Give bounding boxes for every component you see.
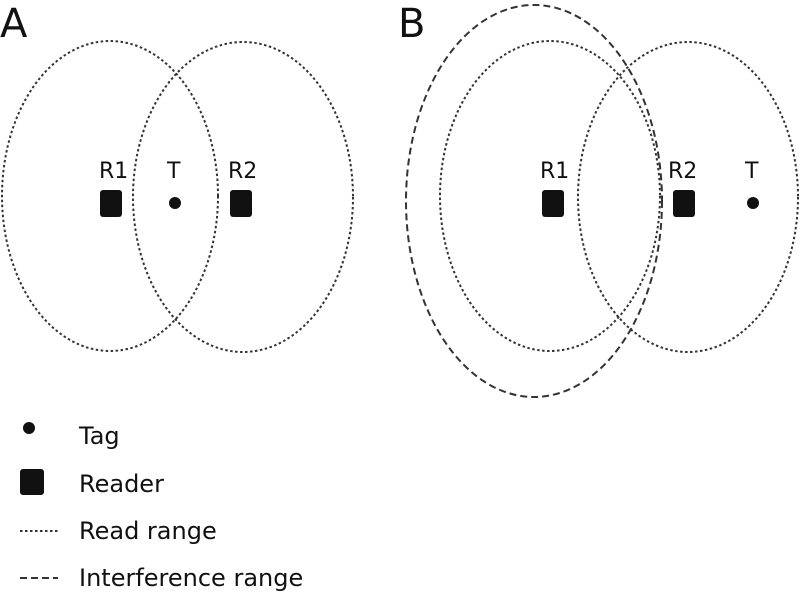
legend-tag-icon [23,422,35,434]
legend-tag-label: Tag [78,422,120,450]
legend-read-range-label: Read range [79,517,217,545]
panel-b-r1-read-range [439,40,661,352]
legend-reader-icon [20,469,44,495]
panel-a-label: A [0,1,28,47]
legend-interference-range-label: Interference range [79,564,303,592]
panel-a-r1-read-range [1,40,219,352]
panel-a-reader1 [100,190,122,217]
panel-b-reader1-label: R1 [540,159,569,184]
panel-b-r2-read-range [577,41,799,353]
panel-a-tag [169,197,181,209]
panel-a-r2-read-range [132,41,354,353]
panel-b-interference-range [405,4,663,398]
panel-b-reader1 [542,190,564,217]
panel-a-reader2 [230,190,252,217]
panel-b-reader2-label: R2 [668,159,697,184]
panel-a-reader2-label: R2 [228,159,257,184]
panel-b-tag-label: T [744,159,759,184]
legend-reader-label: Reader [79,470,164,498]
panel-b-label: B [398,1,425,47]
panel-b-reader2 [673,190,695,217]
panel-a-tag-label: T [166,159,181,184]
panel-a-reader1-label: R1 [99,159,128,184]
panel-b-tag [747,197,759,209]
